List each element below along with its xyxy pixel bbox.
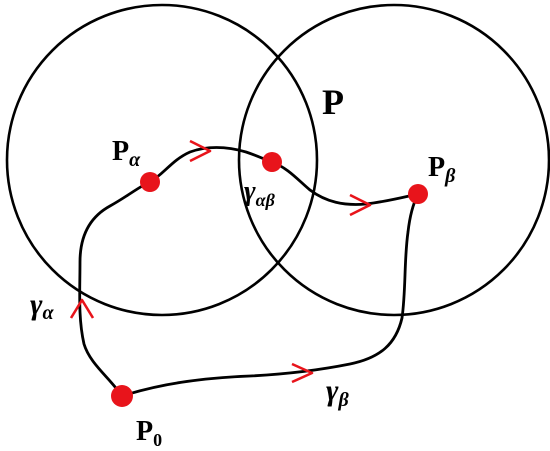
label-p-zero-base: P (136, 416, 153, 447)
point-p-alpha-beta (262, 152, 282, 172)
arrow-gamma-beta (291, 362, 314, 384)
path-gamma-beta (120, 192, 420, 398)
path-gamma-alpha (78, 180, 152, 398)
label-gamma-beta-base: γ (326, 374, 339, 407)
point-p-zero (111, 385, 133, 407)
label-gamma-alpha: γα (30, 288, 54, 324)
label-gamma-alpha-beta: γαβ (244, 176, 276, 210)
label-gamma-beta: γβ (326, 374, 349, 411)
label-gamma-ab-sub: αβ (256, 190, 276, 210)
label-p-alpha-sub: α (129, 149, 141, 171)
label-gamma-beta-sub: β (337, 389, 349, 411)
label-p-beta-sub: β (444, 165, 456, 187)
circle-beta (237, 3, 550, 317)
arrow-gamma-alpha (69, 298, 95, 319)
label-p-zero: P0 (136, 416, 162, 450)
label-p-alpha: Pα (112, 136, 141, 171)
point-p-beta (408, 184, 428, 204)
label-p-alpha-base: P (112, 136, 129, 167)
label-gamma-alpha-base: γ (30, 288, 43, 321)
label-p-zero-sub: 0 (153, 430, 162, 450)
arrow-to-p-beta (349, 193, 372, 217)
point-p-alpha (140, 172, 160, 192)
label-p-beta-base: P (428, 152, 445, 183)
label-gamma-alpha-sub: α (42, 302, 54, 324)
label-p-beta: Pβ (428, 152, 456, 187)
label-gamma-ab-base: γ (244, 176, 256, 207)
path-gamma-alpha-beta (148, 146, 420, 206)
arrow-to-p-alpha-beta (189, 139, 212, 163)
circle-alpha (5, 3, 319, 317)
label-region-p: P (322, 82, 344, 122)
